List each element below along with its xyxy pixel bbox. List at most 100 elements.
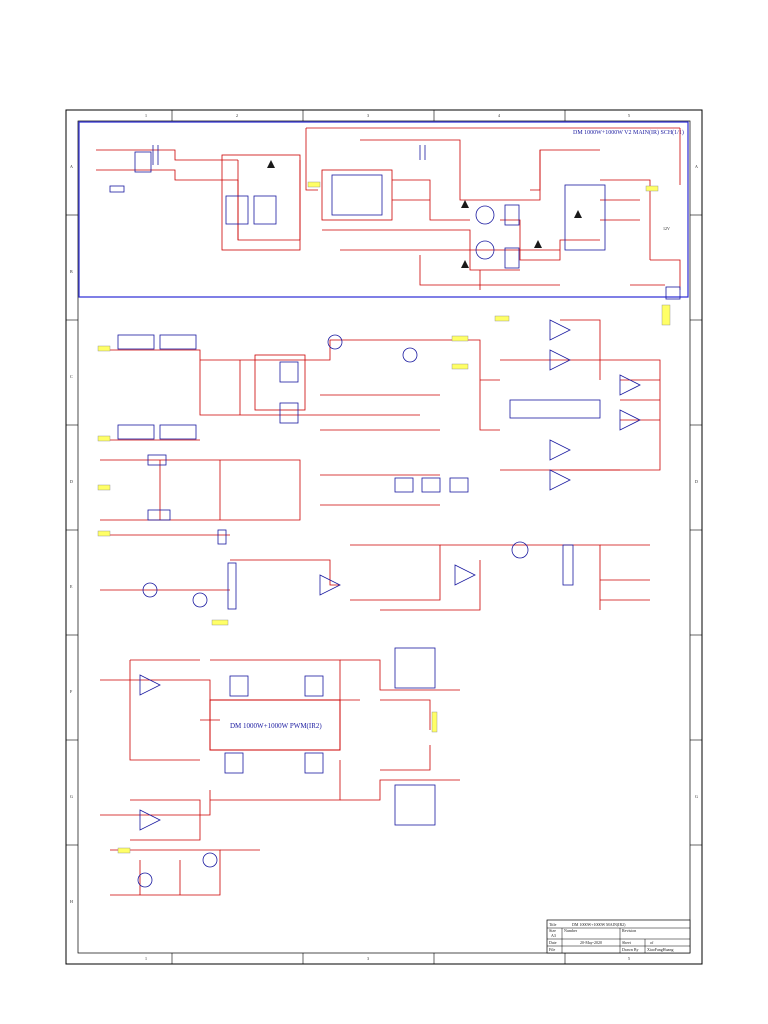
mosfet-q1	[475, 205, 495, 225]
middle-net-labels	[97, 315, 510, 626]
bridge-rectifier-1	[225, 195, 249, 225]
driver-ic-2	[279, 402, 299, 424]
row-tick-c: C	[70, 374, 73, 379]
warning-triangle-icon	[267, 160, 275, 168]
upper-section-title: DM 1000W+1000W V2 MAIN(IR) SCH(1/1)	[573, 129, 684, 136]
regulator-2	[147, 509, 171, 521]
common-mode-choke	[134, 151, 152, 173]
gate-driver-ic-1	[229, 675, 249, 697]
date-value: 20-May-2020	[580, 940, 602, 945]
sheet-value: of	[650, 940, 654, 945]
transistor-q2	[402, 347, 418, 363]
title-label: Title	[549, 922, 557, 927]
opamp-4	[619, 409, 641, 431]
relay-3	[449, 477, 469, 493]
col-tick-8: 5	[628, 956, 630, 961]
col-tick-2: 2	[236, 113, 238, 118]
upper-components	[109, 145, 681, 300]
row-tick-a: A	[70, 164, 73, 169]
row-tick-labels: A B C D E F G H A D G	[70, 164, 698, 904]
transistor-q5	[511, 541, 529, 559]
file-label: File	[549, 947, 555, 952]
warning-triangle-icon	[574, 210, 582, 218]
opamp-1	[549, 319, 571, 341]
col-tick-7: 3	[367, 956, 369, 961]
sheet-inner-border	[77, 120, 691, 954]
col-tick-6: 1	[145, 956, 147, 961]
drawn-value: XiaoFangHuang	[647, 947, 673, 952]
comparator-ic-2	[454, 564, 476, 586]
fuse-symbol	[109, 185, 125, 193]
opamp-2	[549, 349, 571, 371]
gate-driver-ic-2	[304, 675, 324, 697]
pwm-controller-block	[209, 699, 341, 751]
col-tick-1: 1	[145, 113, 147, 118]
main-transformer	[564, 184, 606, 251]
capacitor-bank-2	[394, 784, 436, 826]
transistor-q6	[137, 872, 153, 888]
error-amp-2	[139, 809, 161, 831]
diode-pair-3	[117, 424, 155, 440]
opamp-6	[549, 469, 571, 491]
title-value: DM 1000W+1000W MAIN(IR2)	[572, 922, 626, 927]
upper-section-frame	[78, 121, 689, 298]
output-connector	[665, 286, 681, 300]
middle-wiring	[100, 319, 661, 611]
output-diode-1	[504, 204, 520, 226]
col-tick-4: 4	[498, 113, 500, 118]
revision-label: Revision	[622, 928, 636, 933]
sheet-outer-border	[65, 109, 703, 965]
regulator-1	[147, 454, 167, 466]
pwm-block-label: DM 1000W+1000W PWM(IR2)	[230, 722, 322, 730]
relay-1	[394, 477, 414, 493]
row-tick-e: E	[70, 584, 73, 589]
upper-net-labels	[307, 181, 671, 326]
diode-pair-4	[159, 424, 197, 440]
middle-components	[117, 319, 641, 610]
row-tick-g-right: G	[695, 794, 698, 799]
sheet-label: Sheet	[622, 940, 632, 945]
upper-wiring	[96, 127, 681, 290]
diode-pair-1	[117, 334, 155, 350]
drawn-label: Drawn By	[622, 947, 639, 952]
connector-block	[227, 562, 237, 610]
border-zone-ticks	[66, 110, 702, 964]
col-tick-5: 5	[628, 113, 630, 118]
relay-2	[421, 477, 441, 493]
diode-pair-2	[159, 334, 197, 350]
size-value: A3	[551, 933, 556, 938]
transistor-q1	[327, 334, 343, 350]
lower-wiring	[100, 659, 460, 896]
comparator-ic	[319, 574, 341, 596]
opamp-array-ic	[509, 399, 601, 419]
transistor-q7	[202, 852, 218, 868]
lower-components	[137, 647, 436, 888]
speaker-connector	[562, 544, 574, 586]
col-tick-3: 3	[367, 113, 369, 118]
error-amp-1	[139, 674, 161, 696]
opamp-5	[549, 439, 571, 461]
date-label: Date	[549, 940, 557, 945]
column-tick-labels: 1 2 3 4 5 1 3 5	[145, 113, 630, 961]
gate-driver-ic-3	[224, 752, 244, 774]
title-block-frame	[546, 919, 691, 954]
title-block: Title DM 1000W+1000W MAIN(IR2) Size A3 N…	[546, 919, 691, 954]
row-tick-d-right: D	[695, 479, 698, 484]
mosfet-q2	[475, 240, 495, 260]
small-connector	[217, 529, 227, 545]
transistor-q4	[192, 592, 208, 608]
warning-triangle-icon	[534, 240, 542, 248]
row-tick-a-right: A	[695, 164, 698, 169]
row-tick-b: B	[70, 269, 73, 274]
transistor-q3	[142, 582, 158, 598]
driver-ic-1	[279, 361, 299, 383]
row-tick-h: H	[70, 899, 73, 904]
output-diode-2	[504, 247, 520, 269]
size-label: Size	[549, 928, 556, 933]
capacitor-bank-1	[394, 647, 436, 689]
pwm-controller-ic	[331, 174, 383, 216]
opamp-3	[619, 374, 641, 396]
output-voltage-label: 12V	[663, 226, 670, 231]
row-tick-d: D	[70, 479, 73, 484]
